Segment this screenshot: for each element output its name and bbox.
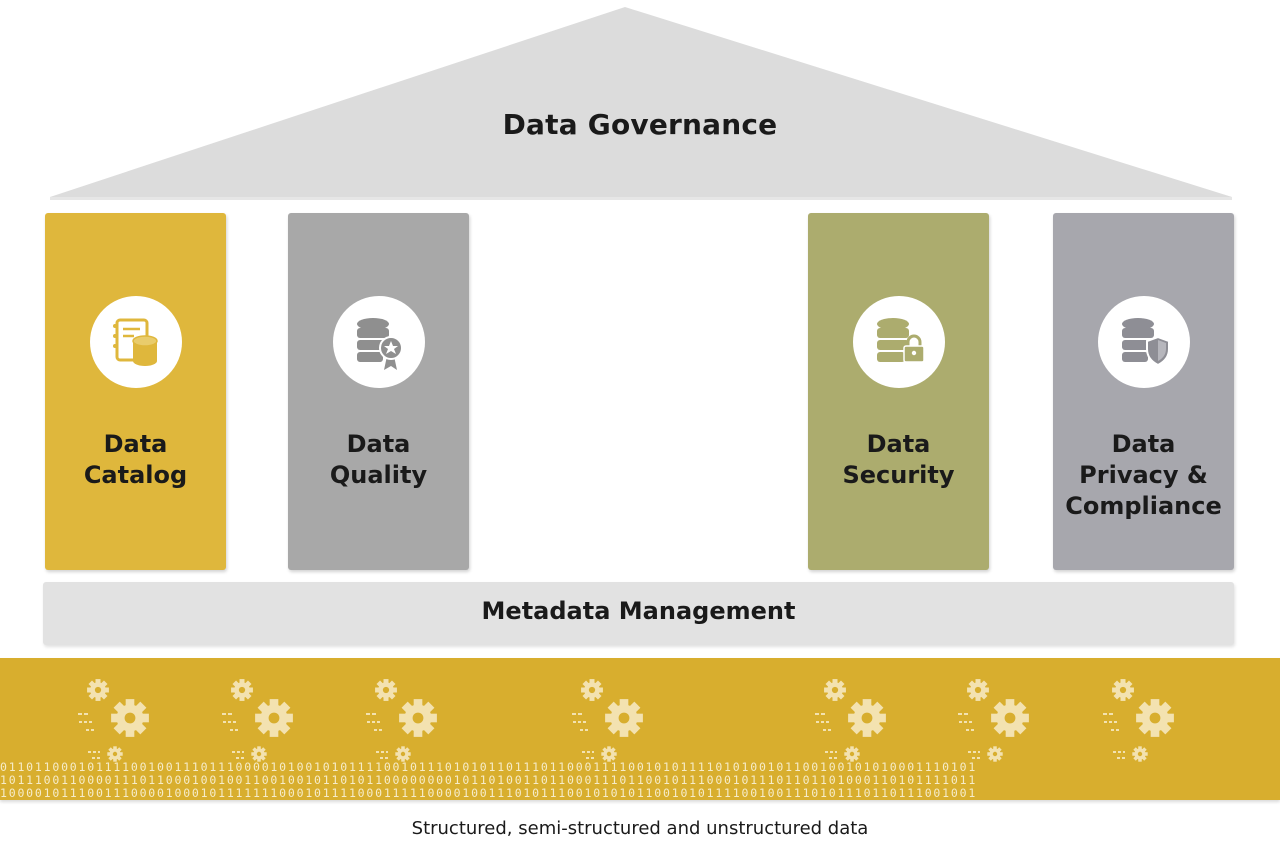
gears-icon <box>815 666 915 766</box>
base-caption: Structured, semi-structured and unstruct… <box>411 818 869 839</box>
pillar-label-line: Privacy & <box>1079 461 1208 489</box>
pillar-label-line: Compliance <box>1065 492 1222 520</box>
pillar-label-line: Data <box>103 430 168 458</box>
binary-row: 0110110001011110010011101110000101001010… <box>0 761 978 774</box>
gears-icon <box>572 666 672 766</box>
pillar-data-quality: Data Quality <box>288 213 469 570</box>
binary-data-stream: 0110110001011110010011101110000101001010… <box>0 761 1280 801</box>
pillar-label: Data Security <box>808 429 989 491</box>
pillar-label-line: Data <box>346 430 411 458</box>
catalog-database-icon <box>90 296 182 388</box>
metadata-management-label: Metadata Management <box>481 597 796 625</box>
gears-icon <box>222 666 322 766</box>
gears-icon <box>1103 666 1203 766</box>
pillar-data-security: Data Security <box>808 213 989 570</box>
roof-shape <box>50 7 1232 200</box>
gears-icon <box>78 666 178 766</box>
pillar-data-catalog: Data Catalog <box>45 213 226 570</box>
gears-icon <box>958 666 1058 766</box>
database-shield-icon <box>1098 296 1190 388</box>
pillar-label: Data Quality <box>288 429 469 491</box>
metadata-management-bar: Metadata Management <box>43 582 1234 645</box>
gears-icon <box>366 666 466 766</box>
data-foundation-base <box>0 658 1280 800</box>
pillar-label-line: Data <box>866 430 931 458</box>
binary-row: 1011100110000111011000100100110010010110… <box>0 774 978 787</box>
pillar-label-line: Quality <box>329 461 428 489</box>
pillar-label-line: Catalog <box>83 461 188 489</box>
database-lock-icon <box>853 296 945 388</box>
pillar-label: Data Catalog <box>45 429 226 491</box>
pillar-label: Data Privacy & Compliance <box>1053 429 1234 522</box>
binary-row: 1000010111001110000100010111111100010111… <box>0 787 978 800</box>
roof-title: Data Governance <box>502 108 778 141</box>
pillar-data-privacy-compliance: Data Privacy & Compliance <box>1053 213 1234 570</box>
pillar-label-line: Security <box>842 461 955 489</box>
pillar-label-line: Data <box>1111 430 1176 458</box>
database-award-icon <box>333 296 425 388</box>
